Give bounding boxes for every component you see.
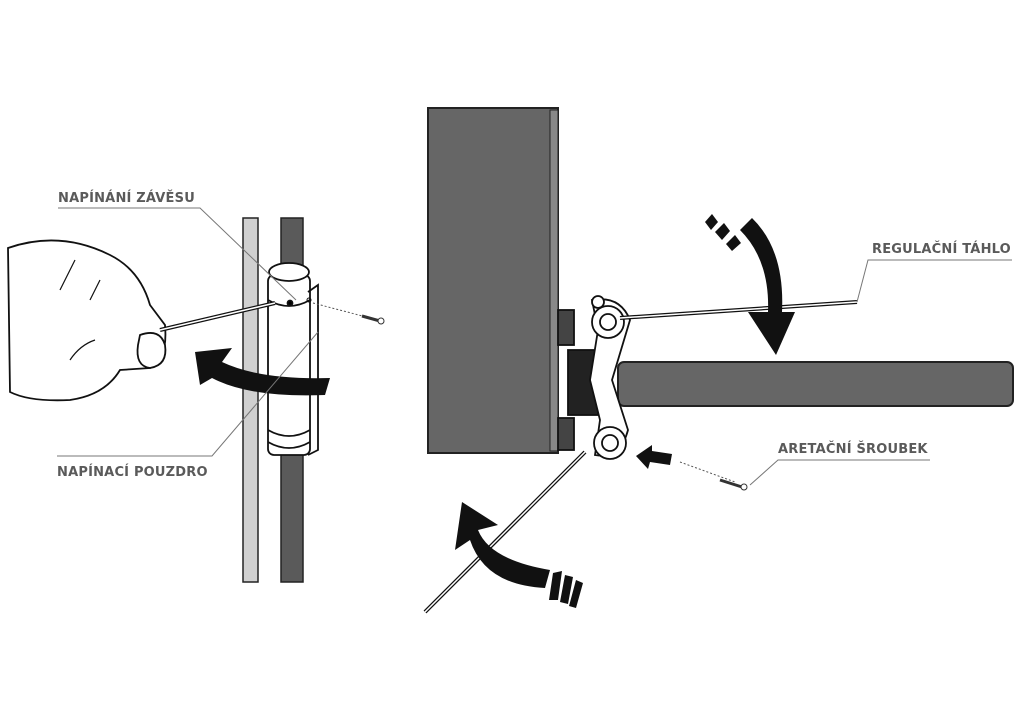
- label-tension-sleeve: NAPÍNACÍ POUZDRO: [57, 465, 208, 480]
- rotate-up-arrow-icon: [455, 502, 583, 608]
- screw-icon: [719, 478, 748, 491]
- hand-illustration: [7, 239, 167, 402]
- rotate-down-arrow-icon: [705, 214, 795, 355]
- label-hinge-tension: NAPÍNÁNÍ ZÁVĚSU: [58, 191, 195, 206]
- rotate-arrow-icon: [195, 348, 330, 396]
- glass-panel: [242, 217, 259, 583]
- glass-edge: [549, 109, 559, 452]
- push-arrow-icon: [636, 445, 672, 469]
- label-locking-screw: ARETAČNÍ ŠROUBEK: [778, 442, 928, 457]
- label-adjusting-rod: REGULAČNÍ TÁHLO: [872, 242, 1011, 257]
- hinge-cylinder: [267, 262, 319, 456]
- hinge-mechanism: [557, 295, 631, 460]
- screw-icon: [361, 314, 385, 325]
- door-panel: [427, 107, 559, 454]
- wall-bar: [617, 361, 1014, 407]
